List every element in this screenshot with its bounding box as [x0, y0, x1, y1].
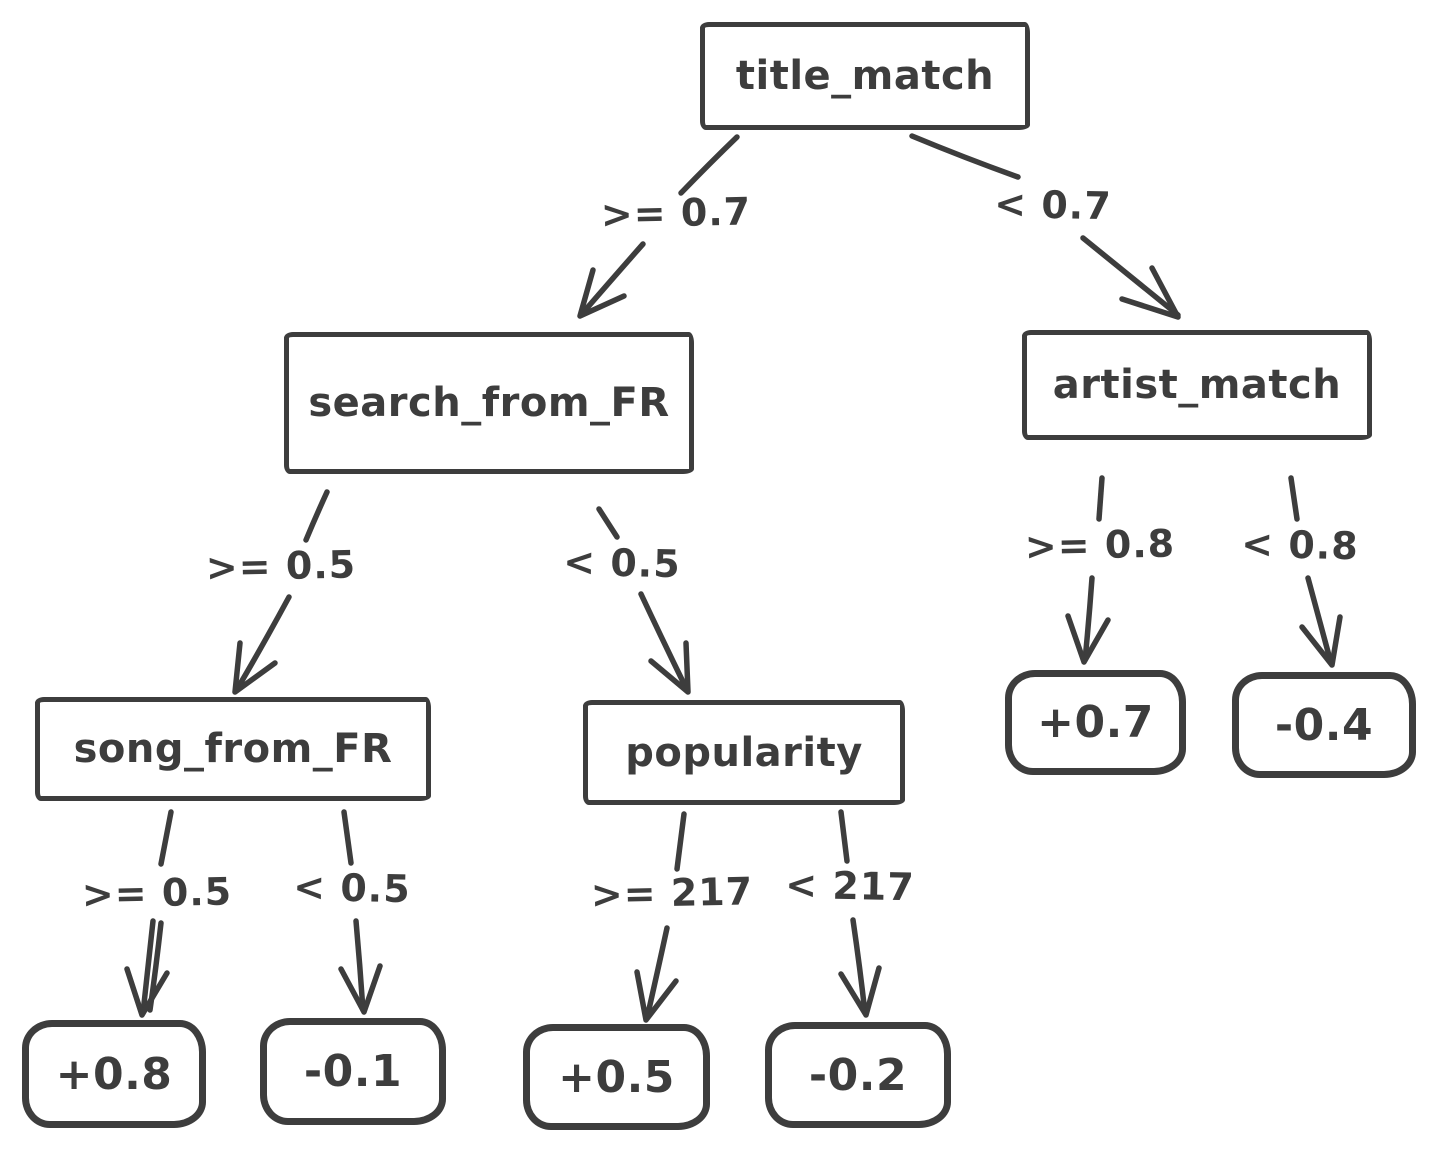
edge-label-pop-ge: >= 217	[590, 869, 754, 917]
edge-arrow-song-lt	[338, 809, 383, 1015]
edge-arrow-search-ge	[232, 489, 330, 695]
leaf-minus-0-4: -0.4	[1232, 672, 1416, 778]
edge-label-artist-ge: >= 0.8	[1024, 521, 1176, 569]
edge-arrow-song-ge	[124, 809, 174, 1018]
edge-arrow-title-ge	[577, 134, 740, 319]
leaf-plus-0-7: +0.7	[1005, 670, 1186, 775]
edge-label-search-lt: < 0.5	[562, 539, 682, 587]
node-song-from-fr: song_from_FR	[35, 697, 431, 801]
edge-arrow-pop-lt	[838, 809, 882, 1018]
edge-arrow-search-lt	[596, 506, 691, 695]
node-artist-match: artist_match	[1022, 330, 1372, 440]
node-title-match: title_match	[700, 22, 1030, 130]
leaf-plus-0-5: +0.5	[523, 1024, 710, 1130]
node-search-from-fr: search_from_FR	[284, 332, 694, 474]
edge-label-title-lt: < 0.7	[993, 181, 1113, 229]
edge-label-song-ge: >= 0.5	[81, 869, 233, 917]
edge-arrow-pop-ge	[634, 811, 687, 1023]
edge-label-search-ge: >= 0.5	[205, 542, 357, 590]
node-popularity: popularity	[583, 700, 905, 805]
leaf-minus-0-2: -0.2	[765, 1022, 951, 1128]
leaf-minus-0-1: -0.1	[260, 1018, 446, 1125]
edge-label-pop-lt: < 217	[784, 862, 916, 910]
edge-label-title-ge: >= 0.7	[600, 189, 752, 237]
edge-label-artist-lt: < 0.8	[1240, 521, 1360, 569]
leaf-plus-0-8: +0.8	[22, 1020, 206, 1128]
edge-label-song-lt: < 0.5	[292, 864, 412, 912]
edge-arrow-title-lt	[909, 133, 1181, 320]
edge-arrow-artist-ge	[1065, 475, 1111, 665]
edge-arrow-artist-lt	[1288, 475, 1343, 668]
